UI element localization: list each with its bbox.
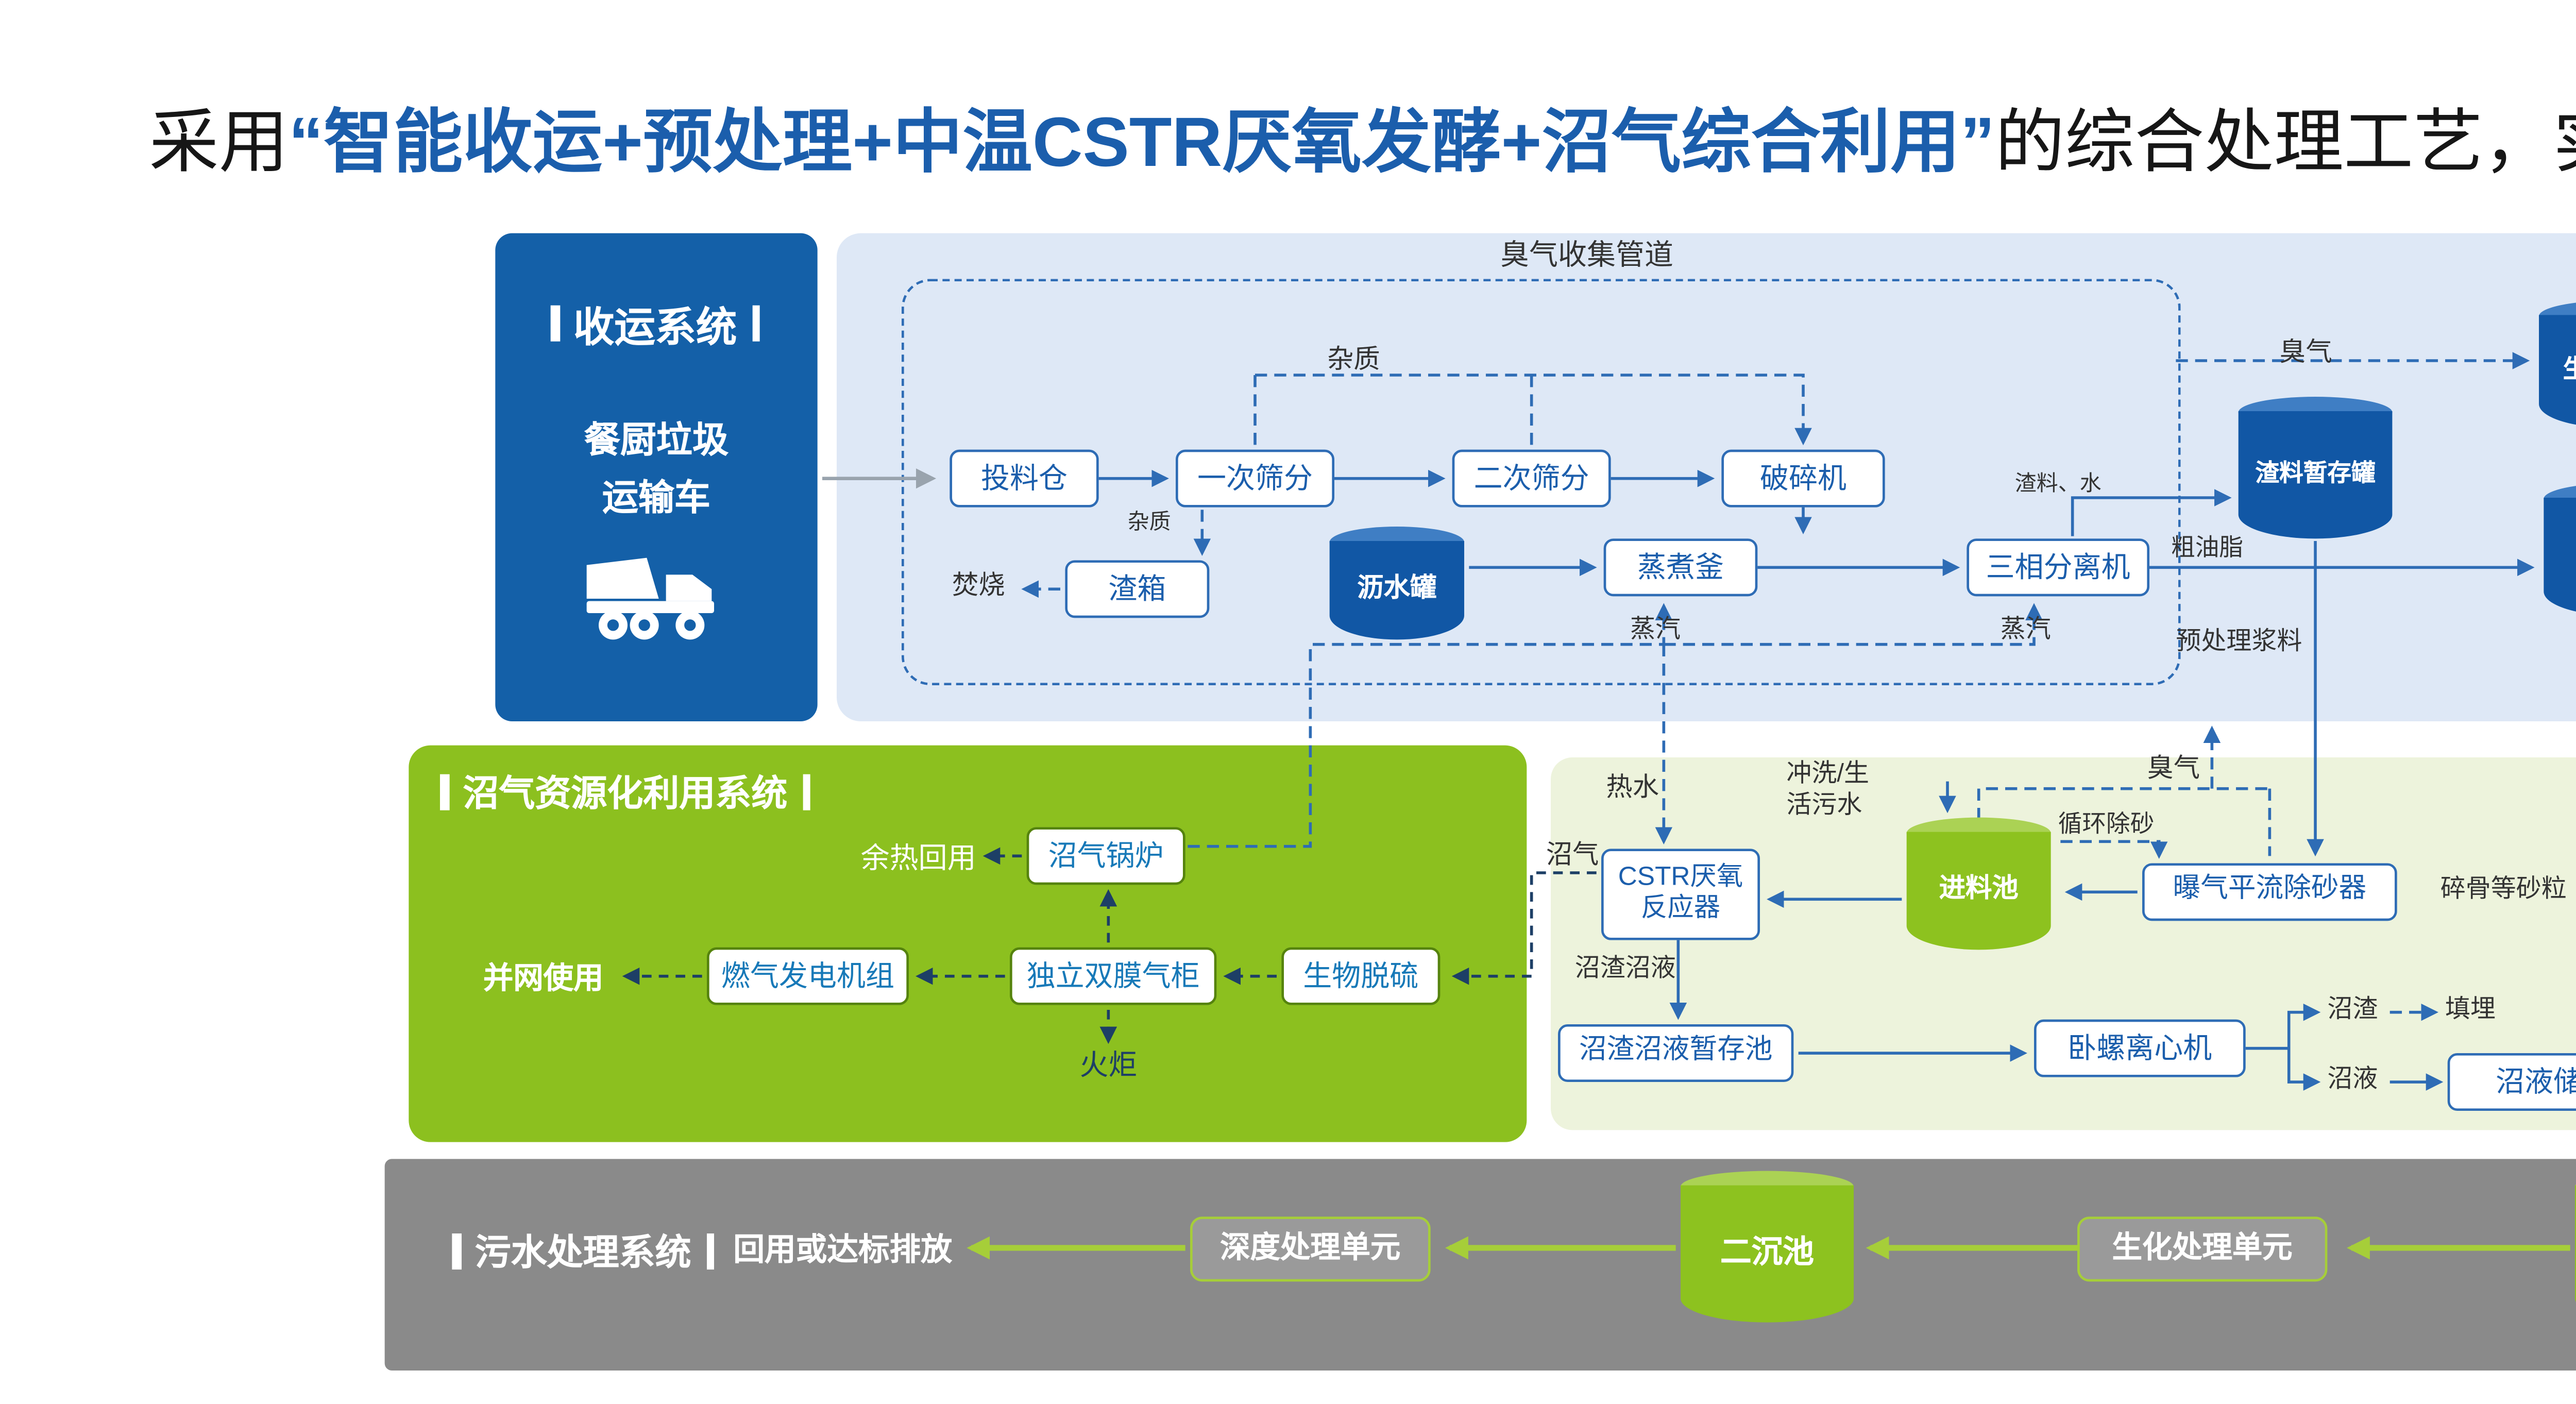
node-desulfur: 生物脱硫 <box>1281 947 1440 1005</box>
title-bar <box>751 305 760 342</box>
node-boiler: 沼气锅炉 <box>1026 827 1185 885</box>
odor-collection-boundary <box>902 279 2181 686</box>
label-crude-grease: 粗油脂 <box>2171 536 2244 563</box>
node-bio-unit: 生化处理单元 <box>2077 1216 2328 1282</box>
sewage-title-text: 污水处理系统 <box>474 1233 691 1275</box>
tank-biofilter: 生物滤池 <box>2539 300 2576 428</box>
tank-feed-pool: 进料池 <box>1906 817 2051 950</box>
label-circ-sand: 循环除砂 <box>2058 813 2155 839</box>
title-suffix: 的综合处理工艺，实现餐厨垃圾的无害化处理及资源化利用。 <box>1995 106 2576 183</box>
label-hot-water: 热水 <box>1606 774 1659 803</box>
collection-title: 收运系统 <box>550 293 760 353</box>
label-steam-1: 蒸汽 <box>1630 615 1681 645</box>
label-impurity-small: 杂质 <box>1127 510 1171 534</box>
label-slag-water: 渣料、水 <box>2014 471 2102 496</box>
vehicle-caption: 餐厨垃圾 运输车 <box>495 414 817 529</box>
label-heat-reuse: 余热回用 <box>860 841 976 875</box>
tank-feed-pool-label: 进料池 <box>1906 832 2051 950</box>
title-highlight: “智能收运+预处理+中温CSTR厌氧发酵+沼气综合利用” <box>289 106 1995 183</box>
odor-pipe-label: 臭气收集管道 <box>1500 238 1674 272</box>
node-cstr-line2: 反应器 <box>1641 894 1721 924</box>
tank-secondary-pool-label: 二沉池 <box>1681 1185 1854 1323</box>
tank-drain-label: 沥水罐 <box>1329 541 1465 640</box>
node-cstr-line1: CSTR厌氧 <box>1618 862 1743 892</box>
node-slag-box: 渣箱 <box>1065 560 1210 618</box>
node-generator: 燃气发电机组 <box>707 947 909 1005</box>
title-bar <box>550 305 560 342</box>
tank-primary-pool-label: 初沉池 <box>2575 1185 2576 1323</box>
title-bar <box>705 1233 715 1270</box>
label-residue: 沼渣 <box>2327 995 2378 1025</box>
node-centrifuge: 卧螺离心机 <box>2034 1019 2246 1077</box>
title-prefix: 采用 <box>149 106 289 183</box>
label-incinerate: 焚烧 <box>952 572 1005 601</box>
truck-icon <box>586 557 715 640</box>
title-bar <box>452 1233 461 1270</box>
vehicle-caption-line2: 运输车 <box>602 478 711 520</box>
collection-title-text: 收运系统 <box>573 305 737 351</box>
tank-slag-storage: 渣料暂存罐 <box>2238 397 2393 539</box>
vehicle-caption-line1: 餐厨垃圾 <box>584 420 729 462</box>
tank-secondary-pool: 二沉池 <box>1681 1171 1854 1323</box>
biogas-panel <box>409 745 1527 1142</box>
node-sand-remover: 曝气平流除砂器 <box>2142 863 2397 921</box>
label-biogas: 沼气 <box>1546 841 1599 871</box>
node-gas-holder: 独立双膜气柜 <box>1010 947 1217 1005</box>
node-residue-pool: 沼渣沼液暂存池 <box>1558 1024 1794 1082</box>
label-flush-sewage: 冲洗/生 活污水 <box>1786 760 1869 823</box>
label-steam-2: 蒸汽 <box>2000 615 2051 645</box>
biogas-title: 沼气资源化利用系统 <box>440 767 810 818</box>
tank-biofilter-label: 生物滤池 <box>2539 315 2576 428</box>
title-bar <box>440 774 449 810</box>
page-title: 采用“智能收运+预处理+中温CSTR厌氧发酵+沼气综合利用”的综合处理工艺，实现… <box>149 87 2576 188</box>
node-advanced-unit: 深度处理单元 <box>1190 1216 1431 1282</box>
sewage-title: 污水处理系统 <box>452 1226 715 1277</box>
label-odor-2: 臭气 <box>2147 755 2200 784</box>
tank-slag-storage-label: 渣料暂存罐 <box>2238 411 2393 539</box>
sewage-panel <box>384 1159 2576 1371</box>
label-residue-slurry: 沼渣沼液 <box>1574 954 1676 984</box>
label-reuse-discharge: 回用或达标排放 <box>733 1231 953 1267</box>
label-bone-sand: 碎骨等砂粒 <box>2440 875 2567 904</box>
node-slurry-pool: 沼液储池 <box>2447 1053 2576 1111</box>
label-flush-line2: 活污水 <box>1786 791 1862 820</box>
tank-primary-pool: 初沉池 <box>2575 1171 2576 1323</box>
node-feed-bin: 投料仓 <box>950 449 1099 508</box>
label-flare: 火炬 <box>1079 1048 1138 1082</box>
collection-panel <box>495 233 818 722</box>
label-flush-line1: 冲洗/生 <box>1786 759 1869 789</box>
label-pretreated-slurry: 预处理浆料 <box>2176 628 2302 657</box>
label-odor-1: 臭气 <box>2279 339 2332 368</box>
biogas-title-text: 沼气资源化利用系统 <box>463 774 788 816</box>
label-slurry: 沼液 <box>2327 1065 2378 1094</box>
node-screen1: 一次筛分 <box>1176 449 1335 508</box>
title-bar <box>802 774 810 810</box>
node-cstr: CSTR厌氧 反应器 <box>1601 849 1760 940</box>
node-cook-kettle: 蒸煮釜 <box>1603 538 1758 597</box>
node-crusher: 破碎机 <box>1721 449 1885 508</box>
node-screen2: 二次筛分 <box>1452 449 1611 508</box>
label-landfill: 填埋 <box>2445 995 2496 1025</box>
tank-drain: 沥水罐 <box>1329 527 1465 640</box>
node-separator: 三相分离机 <box>1967 538 2150 597</box>
tank-grease-label: 油脂罐 <box>2544 498 2576 616</box>
label-grid-use: 并网使用 <box>483 961 604 996</box>
tank-grease: 油脂罐 <box>2544 483 2576 616</box>
label-impurity-top: 杂质 <box>1327 346 1380 376</box>
